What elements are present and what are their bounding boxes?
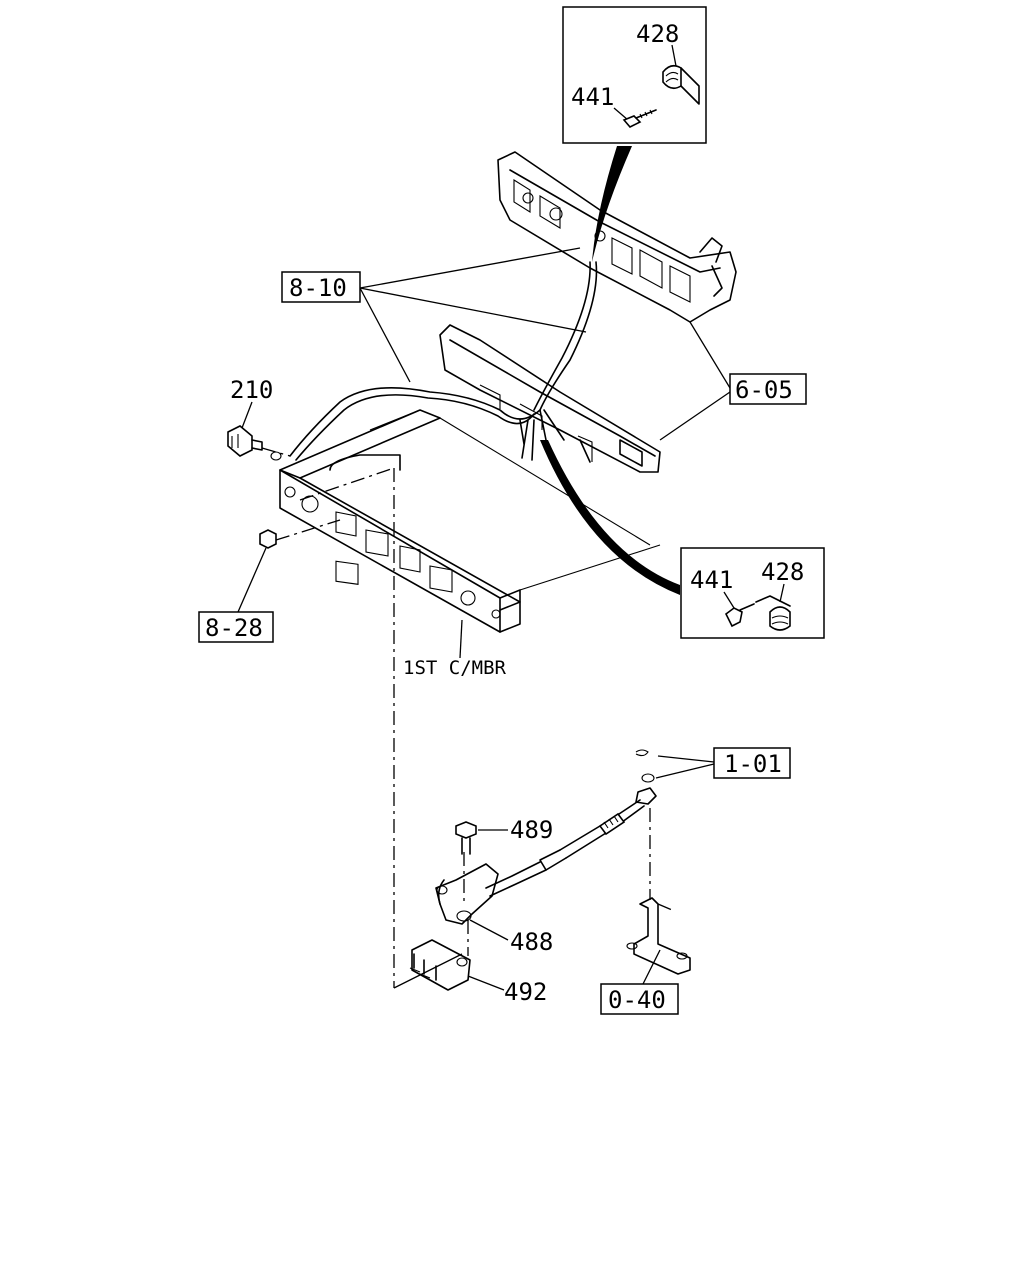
ref-label-1-01[interactable]: 1-01 [724, 750, 782, 778]
switch-210-icon [227, 425, 253, 457]
ref-label-0-40[interactable]: 0-40 [608, 986, 666, 1014]
assembly-guide-lines [299, 467, 651, 989]
bracket-0-40-icon [633, 897, 691, 975]
part-label-489[interactable]: 489 [510, 816, 553, 844]
reference-6-05: 6-05 [659, 321, 807, 441]
reference-1-01: 1-01 [635, 747, 791, 783]
bolt-441-right-icon [724, 603, 755, 628]
reference-8-10: 8-10 [281, 247, 587, 383]
clip-428-top-icon [662, 64, 700, 105]
detail-inset-right: 441 428 [680, 547, 825, 639]
bracket-492-icon [411, 939, 471, 991]
detail-leader-bottom [540, 440, 680, 595]
bracket-492: 492 [409, 939, 547, 1006]
part-label-210[interactable]: 210 [230, 376, 273, 404]
part-label-492[interactable]: 492 [504, 978, 547, 1006]
first-cross-member: 1ST C/MBR [279, 409, 661, 679]
cable-harness [289, 261, 680, 595]
part-label-428-right[interactable]: 428 [761, 558, 804, 586]
ref-label-8-28[interactable]: 8-28 [205, 614, 263, 642]
detail-inset-top: 428 441 [562, 6, 707, 262]
crossmember-label[interactable]: 1ST C/MBR [403, 657, 507, 679]
reference-0-40: 0-40 [600, 897, 691, 1015]
clip-1-01-icon [635, 749, 649, 757]
bolt-489-icon [455, 821, 477, 839]
part-label-488[interactable]: 488 [510, 928, 553, 956]
switch-210: 210 [227, 376, 291, 461]
upper-bracket-panel [497, 151, 737, 323]
ref-label-6-05[interactable]: 6-05 [735, 376, 793, 404]
part-label-441-top[interactable]: 441 [571, 83, 614, 111]
clip-428-right-icon [755, 595, 791, 631]
part-label-441-right[interactable]: 441 [690, 566, 733, 594]
detail-box-right [680, 547, 825, 639]
detail-leader-top [592, 146, 632, 262]
control-cable [485, 787, 657, 897]
bolt-489: 489 [455, 816, 553, 855]
lever-488: 488 [435, 863, 553, 956]
lever-488-icon [435, 863, 499, 925]
washer-1-01-icon [641, 773, 655, 783]
ref-label-8-10[interactable]: 8-10 [289, 274, 347, 302]
reference-8-28: 8-28 [198, 519, 341, 643]
bolt-441-top-icon [622, 109, 657, 128]
nut-8-28-icon [259, 529, 277, 549]
part-label-428-top[interactable]: 428 [636, 20, 679, 48]
lower-rail [439, 324, 661, 473]
